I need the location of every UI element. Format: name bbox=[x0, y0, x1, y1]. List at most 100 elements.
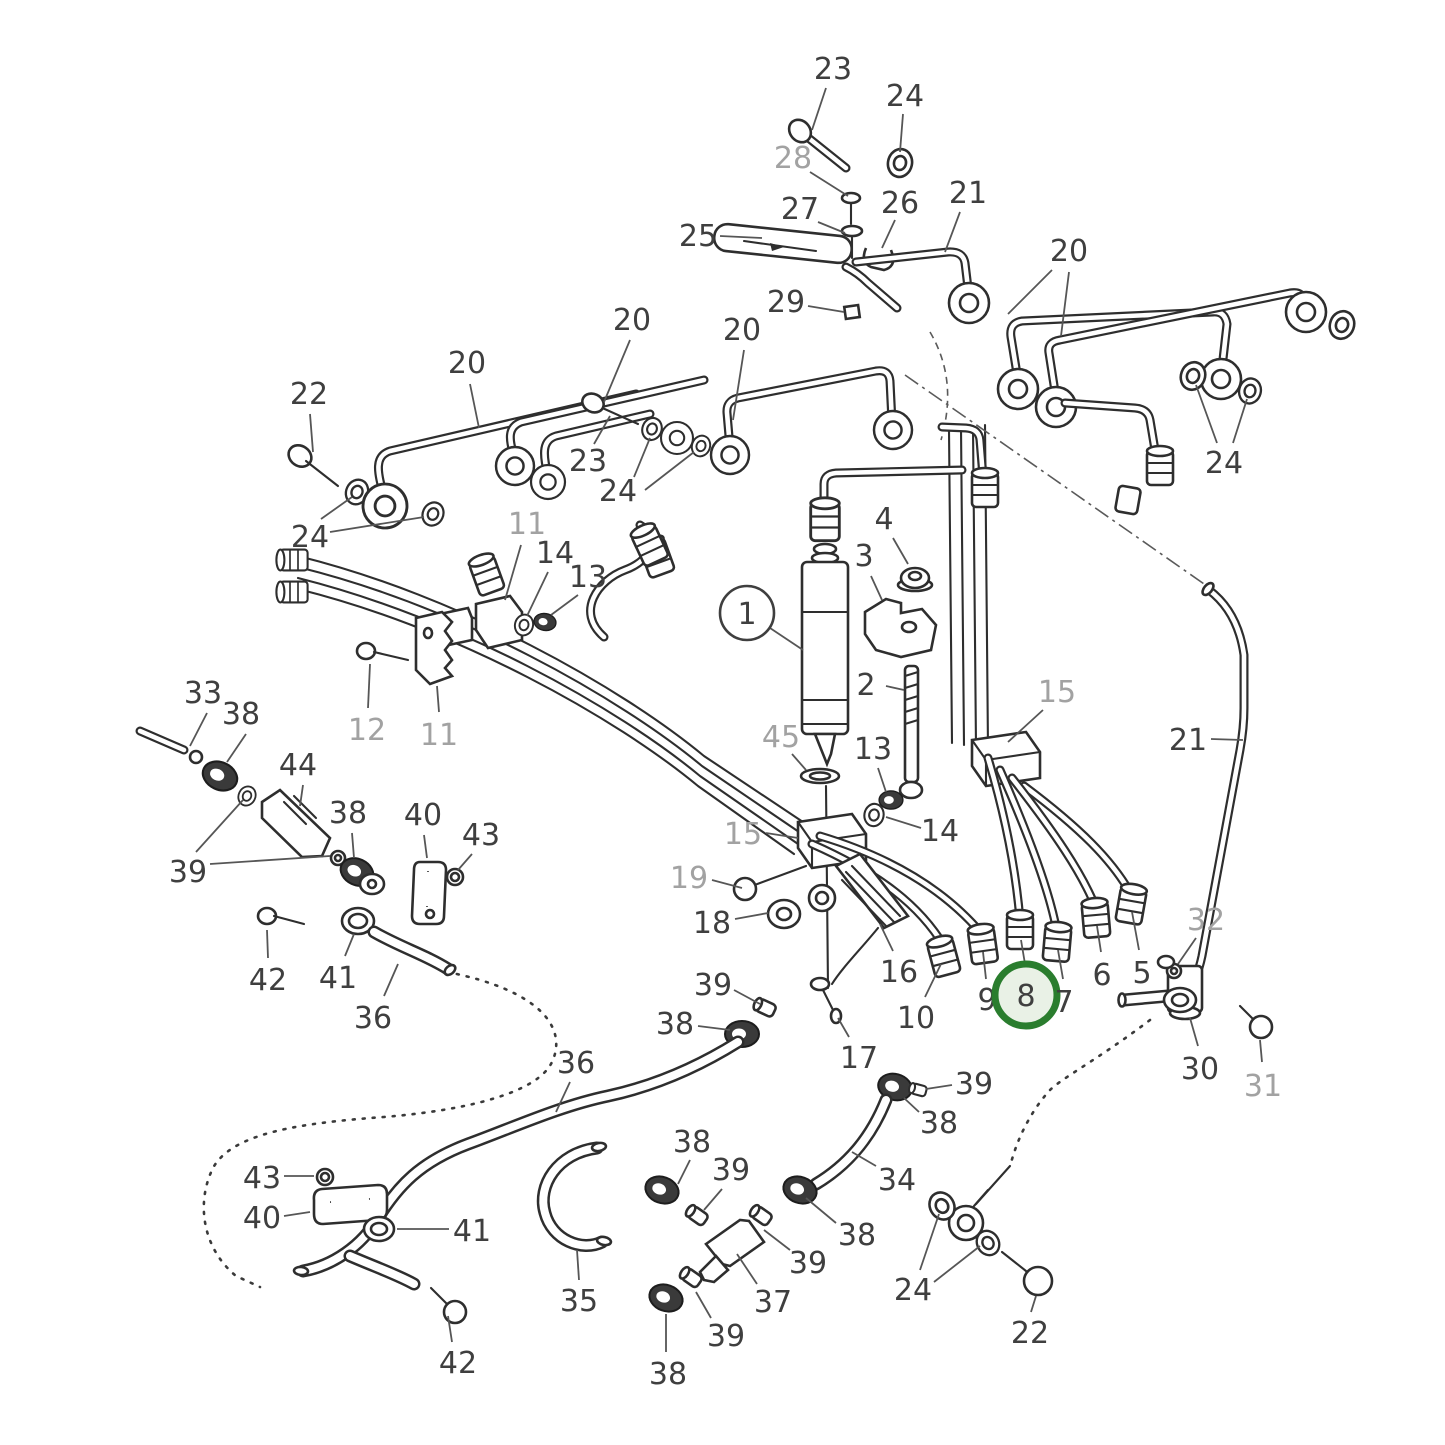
leader-line bbox=[1177, 937, 1197, 965]
leader-line bbox=[817, 221, 846, 234]
leader-line bbox=[189, 712, 208, 747]
leader-line bbox=[1210, 738, 1244, 741]
leader-line bbox=[644, 451, 695, 491]
part-label-20: 20 bbox=[1050, 234, 1088, 269]
leader-line bbox=[344, 933, 355, 957]
leader-line bbox=[367, 663, 371, 709]
part-label-24: 24 bbox=[291, 520, 329, 555]
banjo-fitting bbox=[529, 463, 567, 501]
leader-line bbox=[1030, 1295, 1037, 1313]
leader-line bbox=[892, 537, 909, 565]
part-label-8: 8 bbox=[1016, 979, 1035, 1014]
leader-line bbox=[763, 1229, 791, 1251]
part-label-29: 29 bbox=[767, 285, 805, 320]
part-label-32: 32 bbox=[1187, 903, 1225, 938]
banjo-fitting bbox=[659, 420, 695, 456]
pipe-nut bbox=[970, 466, 1000, 509]
injector-nozzle bbox=[813, 732, 837, 768]
leader-line bbox=[550, 594, 579, 616]
part-label-21: 21 bbox=[949, 176, 987, 211]
part-label-38: 38 bbox=[222, 697, 260, 732]
part-label-5: 5 bbox=[1132, 956, 1151, 991]
pipe-nut bbox=[809, 496, 841, 543]
bolt-12-head bbox=[355, 641, 377, 661]
lower-left-bracket bbox=[312, 1167, 468, 1325]
pump-top-cluster bbox=[724, 852, 910, 1048]
banjo-fitting bbox=[1284, 290, 1328, 334]
union-nut-7 bbox=[1041, 919, 1074, 964]
leader-line bbox=[677, 1159, 691, 1185]
bolt-31-head bbox=[1248, 1014, 1274, 1040]
part-label-21: 21 bbox=[1169, 723, 1207, 758]
leader-line bbox=[1232, 398, 1248, 444]
leader-line bbox=[283, 1211, 311, 1217]
part-label-41: 41 bbox=[453, 1214, 491, 1249]
leader-line bbox=[1007, 709, 1044, 743]
part-label-13: 13 bbox=[569, 560, 607, 595]
part-label-18: 18 bbox=[693, 906, 731, 941]
banjo-fitting bbox=[709, 434, 751, 476]
banjo-fitting bbox=[494, 445, 536, 487]
leader-line bbox=[837, 1017, 850, 1038]
leader-line bbox=[870, 575, 883, 601]
leader-line bbox=[732, 349, 745, 421]
part-label-19: 19 bbox=[670, 861, 708, 896]
part-label-24: 24 bbox=[886, 79, 924, 114]
leader-line bbox=[593, 415, 611, 445]
leader-line bbox=[944, 211, 961, 253]
part-label-26: 26 bbox=[881, 186, 919, 221]
bracket-11 bbox=[414, 610, 455, 686]
part-label-11: 11 bbox=[420, 718, 458, 753]
leader-line bbox=[1057, 949, 1064, 980]
plate-40 bbox=[410, 860, 448, 926]
leader-line bbox=[769, 627, 804, 651]
union-nut-5 bbox=[1113, 880, 1149, 927]
leader-line bbox=[805, 1197, 837, 1224]
leader-line bbox=[703, 1188, 723, 1211]
clip-29 bbox=[842, 303, 862, 321]
highlighted-part-circle bbox=[991, 960, 1061, 1030]
leader-line bbox=[733, 989, 761, 1005]
part-label-39: 39 bbox=[169, 855, 207, 890]
leader-line bbox=[576, 1249, 580, 1281]
part-label-31: 31 bbox=[1244, 1069, 1282, 1104]
leader-line bbox=[423, 834, 428, 859]
leader-line bbox=[925, 1084, 953, 1090]
part-label-12: 12 bbox=[348, 713, 386, 748]
part-label-4: 4 bbox=[874, 502, 893, 537]
leader-line bbox=[457, 853, 473, 871]
part-label-20: 20 bbox=[448, 346, 486, 381]
part-label-30: 30 bbox=[1181, 1052, 1219, 1087]
pipe-nut bbox=[275, 580, 309, 604]
leader-line bbox=[603, 339, 631, 403]
leader-line bbox=[765, 832, 799, 839]
part-label-20: 20 bbox=[723, 313, 761, 348]
upper-right-risers bbox=[937, 398, 1175, 516]
leader-line bbox=[1060, 271, 1070, 337]
part-label-38: 38 bbox=[329, 796, 367, 831]
leader-line bbox=[811, 87, 827, 131]
part-label-37: 37 bbox=[754, 1285, 792, 1320]
part-label-16: 16 bbox=[880, 955, 918, 990]
part-label-36: 36 bbox=[557, 1046, 595, 1081]
part-label-44: 44 bbox=[279, 748, 317, 783]
bolt-23-head bbox=[787, 118, 813, 144]
banjo-21 bbox=[947, 281, 991, 325]
leader-line bbox=[809, 171, 849, 197]
part-label-15: 15 bbox=[724, 817, 762, 852]
leader-line bbox=[1131, 911, 1140, 951]
bottom-right-banjo bbox=[923, 1164, 1054, 1297]
leader-line bbox=[266, 929, 269, 959]
leader-line bbox=[885, 685, 905, 691]
part-1-reference-circle bbox=[718, 584, 776, 642]
part-label-39: 39 bbox=[707, 1319, 745, 1354]
leader-line bbox=[933, 1245, 981, 1283]
part-label-38: 38 bbox=[920, 1106, 958, 1141]
leader-line bbox=[351, 832, 355, 859]
mid-left-hardware bbox=[275, 392, 914, 604]
part-label-38: 38 bbox=[673, 1125, 711, 1160]
leader-line bbox=[195, 799, 244, 853]
leader-line bbox=[226, 733, 247, 763]
